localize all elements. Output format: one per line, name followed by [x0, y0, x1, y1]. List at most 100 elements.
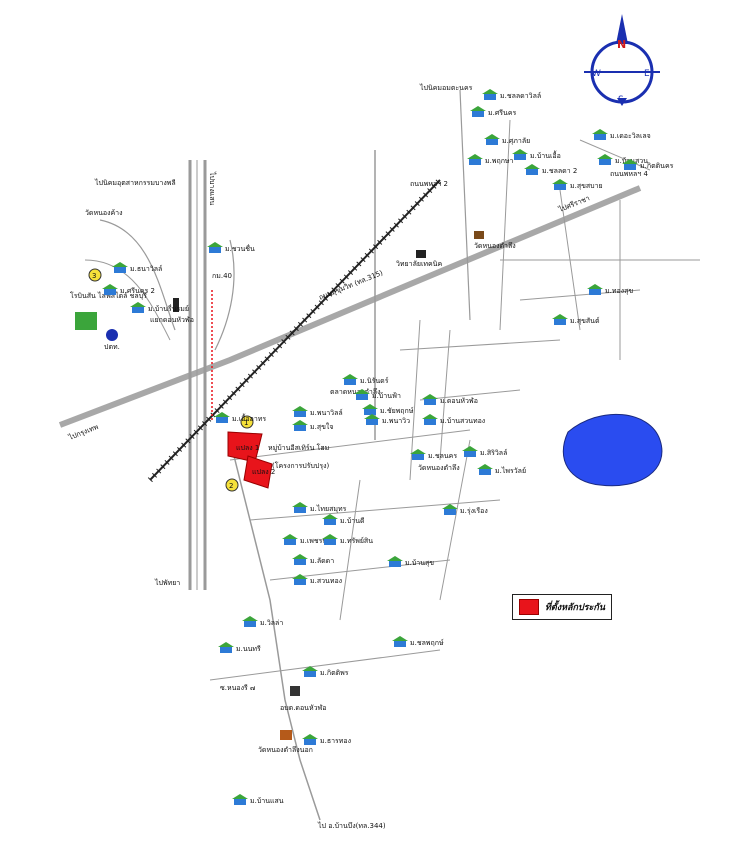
house-body-icon: [472, 111, 484, 117]
road-network: [58, 89, 700, 821]
house-body-icon: [220, 647, 232, 653]
landmark-ptt: ปตท.: [104, 343, 120, 351]
landmark-temple: วัดหนองตำลึง: [474, 241, 516, 250]
village-marker: ม.ศุภาลัย: [484, 134, 530, 145]
road-vertical-center: [229, 439, 321, 821]
village-marker: ม.พนาวิว: [364, 414, 410, 425]
village-label: ม.บ้านเอื้อ: [530, 149, 561, 160]
sukhumvit-road: [58, 185, 642, 428]
village-marker: ม.สุขใจ: [292, 420, 333, 431]
village-marker: ม.ดอนหัวฬ่อ: [422, 394, 478, 405]
house-body-icon: [294, 507, 306, 513]
road-curve-left: [99, 219, 176, 331]
landmark-km: กม.40: [212, 272, 232, 280]
temple2-icon: [280, 730, 292, 740]
house-body-icon: [554, 319, 566, 325]
road-curve-left-3: [84, 259, 171, 341]
village-label: ม.กิตตินคร: [640, 162, 674, 170]
house-icon: [342, 374, 358, 379]
house-body-icon: [356, 394, 368, 400]
house-body-icon: [114, 267, 126, 273]
house-icon: [482, 89, 498, 94]
village-label: ม.สุขใจ: [310, 422, 333, 431]
compass-s: S: [618, 95, 624, 105]
house-icon: [597, 154, 613, 159]
house-icon: [387, 556, 403, 561]
traffic-light-icon: [173, 298, 179, 312]
house-icon: [292, 502, 308, 507]
house-body-icon: [394, 641, 406, 647]
house-icon: [362, 404, 378, 409]
marker-2-num: 2: [229, 482, 233, 490]
village-label: ม.ไทยสมุทร: [310, 504, 347, 513]
house-icon: [292, 574, 308, 579]
village-marker: ม.บ้านฟ้า: [354, 389, 401, 400]
house-icon: [442, 504, 458, 509]
village-marker: ม.บ้านสวนทอง: [422, 414, 485, 425]
village-marker: ม.ธารทอง: [302, 734, 351, 745]
house-body-icon: [412, 454, 424, 460]
road-label-road2: ถนนพหลฯ 2: [410, 180, 448, 188]
road-v6: [559, 189, 581, 331]
house-icon: [364, 414, 380, 419]
road-h4: [209, 649, 441, 681]
village-label: ม.กิตติพร: [320, 669, 349, 677]
village-marker: ม.กิตติพร: [302, 666, 349, 677]
plot-sub-label: (โครงการปรับปรุง): [272, 461, 330, 470]
village-label: ม.ลัดดา: [310, 557, 334, 565]
road-v9: [339, 479, 361, 621]
house-body-icon: [464, 451, 476, 457]
landmark-temple2: วัดหนองตำลึงนอก: [258, 745, 313, 754]
robinson-logo-icon: [75, 312, 97, 330]
village-marker: ม.ชลนคร: [410, 449, 457, 460]
house-body-icon: [324, 539, 336, 545]
house-icon: [292, 406, 308, 411]
house-body-icon: [469, 159, 481, 165]
road-label-bangsaen: ไปบางแสน: [208, 171, 217, 206]
marker-3: [88, 268, 102, 282]
compass-rose: N E S W: [584, 14, 660, 106]
house-icon: [512, 149, 528, 154]
village-label: ม.บ้านรื่นรมย์: [148, 304, 189, 313]
village-marker: ม.เดอะวิลเลจ: [592, 129, 651, 140]
village-marker: ม.ชลพฤกษ์: [392, 636, 444, 647]
village-label: ม.นิรันดร์: [360, 377, 389, 385]
house-icon: [242, 616, 258, 621]
village-label: ม.ศรีนคร 2: [120, 287, 155, 295]
house-icon: [410, 449, 426, 454]
landmark-market: ตลาดหนองตำลึง: [330, 387, 381, 396]
marker-2: [225, 478, 239, 492]
road-label-bangna: ไปนิคมอุตสาหกรรมบางพลี: [94, 178, 176, 187]
house-body-icon: [444, 509, 456, 515]
house-body-icon: [104, 289, 116, 295]
house-icon: [484, 134, 500, 139]
house-body-icon: [594, 134, 606, 140]
legend-text: ที่ตั้งหลักประกัน: [544, 603, 605, 613]
house-icon: [467, 154, 483, 159]
road-label-road4: ถนนพหลฯ 4: [610, 170, 648, 178]
house-icon: [552, 314, 568, 319]
village-marker: ม.ธนาวิลล์: [112, 262, 162, 273]
village-marker: ม.ชลลดาวิลล์: [482, 89, 541, 100]
house-icon: [422, 414, 438, 419]
village-marker: ม.ทรัพย์สิน: [322, 534, 373, 545]
legend-swatch: [519, 599, 539, 615]
house-body-icon: [486, 139, 498, 145]
village-marker: ม.ชวนชื่น: [207, 242, 255, 253]
village-marker: ม.บ้านเอื้อ: [512, 149, 561, 160]
house-body-icon: [424, 419, 436, 425]
house-body-icon: [344, 379, 356, 385]
village-marker: ม.บ้านแสน: [232, 794, 284, 805]
house-body-icon: [294, 411, 306, 417]
house-icon: [477, 464, 493, 469]
village-label: ม.ไพรวัลย์: [495, 466, 526, 475]
road-h5: [399, 339, 561, 351]
marker-1: [240, 415, 254, 429]
village-label: ม.สวนทอง: [310, 577, 342, 585]
house-body-icon: [294, 425, 306, 431]
house-body-icon: [244, 621, 256, 627]
marker-1-num: 1: [244, 419, 248, 427]
village-marker: ม.สุขสันต์: [552, 314, 600, 325]
amphoe-icon: [290, 686, 300, 696]
